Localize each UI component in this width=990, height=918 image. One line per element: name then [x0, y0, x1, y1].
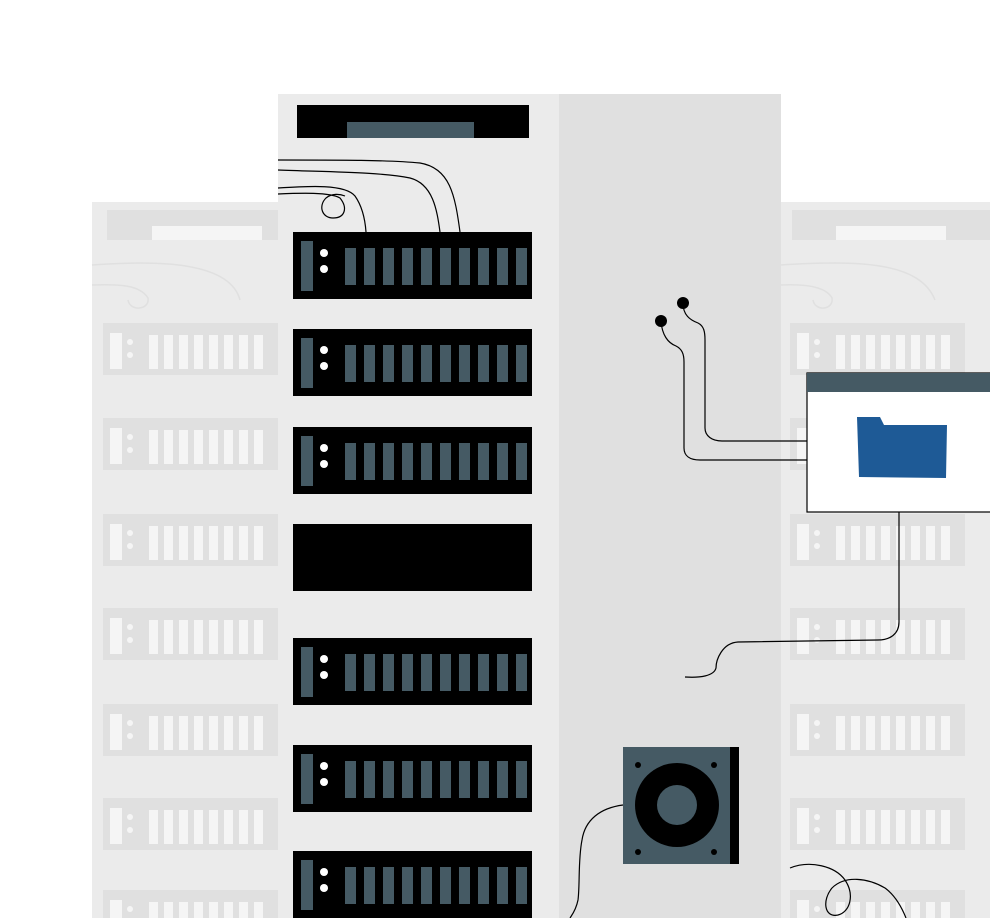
server-unit-2 — [293, 329, 532, 396]
main-rack — [277, 94, 781, 918]
folder-window — [806, 372, 990, 513]
fan-icon — [623, 747, 739, 864]
rack-cables-top — [277, 159, 461, 233]
background-rack-right — [779, 202, 990, 918]
server-unit-7 — [293, 851, 532, 918]
server-unit-3 — [293, 427, 532, 494]
blank-unit-slot — [293, 524, 532, 591]
folder-icon — [857, 417, 947, 478]
connector-icon — [655, 297, 810, 461]
loose-cable — [789, 863, 907, 918]
fan-cable — [569, 804, 624, 918]
server-unit-6 — [293, 745, 532, 812]
server-unit-5 — [293, 638, 532, 705]
server-unit-1 — [293, 232, 532, 299]
window-cable — [684, 512, 900, 678]
rack-top-vent — [297, 105, 529, 138]
background-rack-left — [91, 202, 278, 918]
